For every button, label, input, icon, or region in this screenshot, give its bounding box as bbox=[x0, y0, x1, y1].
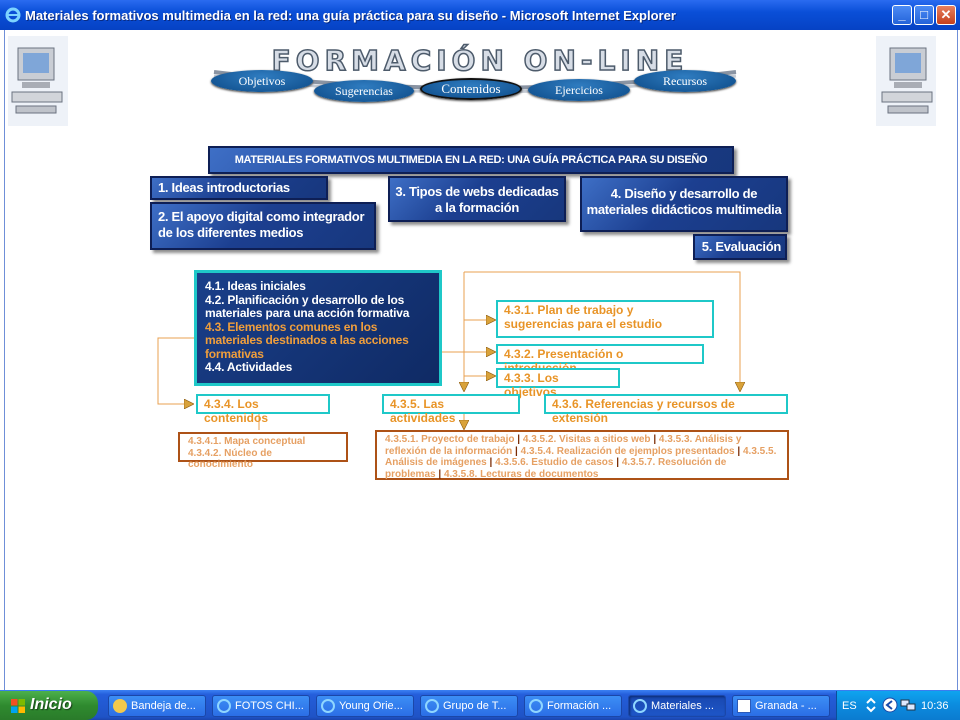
subsection-4-3-1[interactable]: 4.3.1. Plan de trabajo y sugerencias par… bbox=[496, 300, 714, 338]
separator: | bbox=[616, 457, 620, 468]
close-button[interactable]: ✕ bbox=[936, 5, 956, 25]
nav-ejercicios[interactable]: Ejercicios bbox=[528, 79, 630, 101]
network-icon[interactable] bbox=[900, 697, 916, 713]
menu-item-4-4[interactable]: 4.4. Actividades bbox=[205, 360, 293, 374]
ie-icon bbox=[5, 7, 21, 23]
windows-logo-icon bbox=[11, 699, 25, 713]
nav-recursos[interactable]: Recursos bbox=[634, 70, 736, 92]
system-tray bbox=[836, 691, 960, 720]
actividades-item[interactable]: 4.3.5.4. Realización de ejemplos present… bbox=[520, 445, 735, 457]
section-5-link[interactable]: 5. Evaluación bbox=[693, 234, 787, 260]
ie-icon bbox=[633, 699, 647, 713]
computer-icon bbox=[876, 36, 936, 126]
site-title: FORMACIÓN ON-LINE bbox=[271, 43, 689, 78]
word-icon bbox=[737, 699, 751, 713]
actividades-list: 4.3.5.1. Proyecto de trabajo | 4.3.5.2. … bbox=[375, 430, 789, 480]
taskbar-item-young[interactable]: Young Orie... bbox=[316, 695, 414, 717]
menu-item-4-3[interactable]: 4.3. Elementos comunes en los materiales… bbox=[205, 319, 409, 361]
separator: | bbox=[438, 468, 442, 480]
taskbar-item-granada[interactable]: Granada - ... bbox=[732, 695, 830, 717]
section-4-link[interactable]: 4. Diseño y desarrollo de materiales did… bbox=[580, 176, 788, 232]
actividades-item[interactable]: 4.3.5.7. Resolución de problemas bbox=[385, 457, 727, 480]
ie-icon bbox=[425, 699, 439, 713]
actividades-item[interactable]: 4.3.5.5. Análisis de imágenes bbox=[385, 445, 777, 469]
contenidos-item[interactable]: 4.3.4.1. Mapa conceptual bbox=[188, 436, 306, 447]
window-title: Materiales formativos multimedia en la r… bbox=[25, 8, 676, 23]
subsection-4-3-2[interactable]: 4.3.2. Presentación o introducción bbox=[496, 344, 704, 375]
ie-icon bbox=[321, 699, 335, 713]
window-title-bar[interactable] bbox=[0, 0, 960, 30]
subsection-4-3-3[interactable]: 4.3.3. Los objetivos bbox=[496, 368, 620, 399]
separator: | bbox=[489, 457, 493, 468]
ie-icon bbox=[529, 699, 543, 713]
computer-icon bbox=[8, 36, 68, 126]
taskbar-item-materiales[interactable]: Materiales ... bbox=[628, 695, 726, 717]
main-header: MATERIALES FORMATIVOS MULTIMEDIA EN LA R… bbox=[208, 146, 734, 190]
taskbar-item-bandeja[interactable]: Bandeja de... bbox=[108, 695, 206, 717]
nav-sugerencias[interactable]: Sugerencias bbox=[314, 80, 414, 102]
actividades-item[interactable]: 4.3.5.3. Análisis y reflexión de la info… bbox=[385, 434, 742, 457]
maximize-button[interactable]: □ bbox=[914, 5, 934, 25]
separator: | bbox=[515, 445, 518, 457]
subsection-4-3-4[interactable]: 4.3.4. Los contenidos bbox=[196, 394, 330, 425]
section-1-link[interactable]: 1. Ideas introductorias bbox=[150, 176, 328, 200]
taskbar-item-fotos[interactable]: FOTOS CHI... bbox=[212, 695, 310, 717]
taskbar-item-formacion[interactable]: Formación ... bbox=[524, 695, 622, 717]
separator: | bbox=[737, 445, 741, 457]
menu-item-4-1[interactable]: 4.1. Ideas iniciales bbox=[205, 279, 306, 293]
language-indicator[interactable]: ES bbox=[842, 700, 857, 712]
actividades-item[interactable]: 4.3.5.8. Lecturas de documentos bbox=[443, 468, 599, 480]
actividades-item[interactable]: 4.3.5.2. Visitas a sitios web bbox=[522, 434, 651, 445]
taskbar-item-grupo[interactable]: Grupo de T... bbox=[420, 695, 518, 717]
tray-arrows-icon[interactable] bbox=[864, 696, 878, 714]
menu-item-4-2[interactable]: 4.2. Planificación y desarrollo de los m… bbox=[205, 292, 410, 320]
section-3-link[interactable]: 3. Tipos de webs dedicadas a la formació… bbox=[388, 176, 566, 222]
nav-objetivos[interactable]: Objetivos bbox=[211, 70, 313, 92]
section-4-menu: 4.1. Ideas iniciales 4.2. Planificación … bbox=[194, 270, 442, 386]
actividades-item[interactable]: 4.3.5.1. Proyecto de trabajo bbox=[385, 434, 515, 445]
ie-icon bbox=[217, 699, 231, 713]
contenidos-item[interactable]: 4.3.4.2. Núcleo de conocimiento bbox=[188, 447, 272, 471]
back-icon[interactable] bbox=[882, 697, 898, 713]
minimize-button[interactable]: _ bbox=[892, 5, 912, 25]
subsection-4-3-5[interactable]: 4.3.5. Las actividades bbox=[382, 394, 520, 425]
section-2-link[interactable]: 2. El apoyo digital como integrador de l… bbox=[150, 202, 376, 250]
contenidos-list: 4.3.4.1. Mapa conceptual 4.3.4.2. Núcleo… bbox=[178, 432, 348, 470]
outlook-icon bbox=[113, 699, 127, 713]
actividades-item[interactable]: 4.3.5.6. Estudio de casos bbox=[495, 457, 614, 468]
separator: | bbox=[517, 434, 521, 445]
subsection-4-3-6[interactable]: 4.3.6. Referencias y recursos de extensi… bbox=[544, 394, 788, 425]
separator: | bbox=[653, 434, 657, 445]
browser-content bbox=[4, 30, 958, 690]
nav-contenidos[interactable]: Contenidos bbox=[420, 78, 522, 100]
clock: 10:36 bbox=[921, 700, 949, 712]
